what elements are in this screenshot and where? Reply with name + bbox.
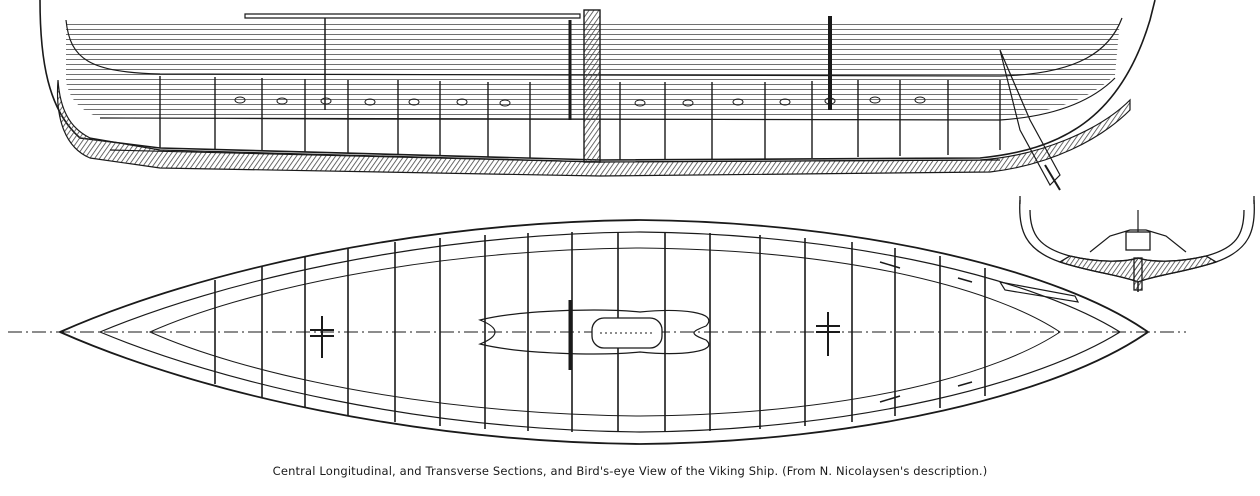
frames bbox=[159, 76, 1001, 160]
mast-step bbox=[583, 9, 601, 163]
mast-partner bbox=[478, 309, 710, 355]
deck-line bbox=[99, 77, 1116, 121]
transverse-mast-block bbox=[1125, 231, 1151, 251]
plan-floor-outline bbox=[148, 247, 1061, 417]
yard bbox=[244, 13, 581, 19]
plan-hull-inner bbox=[98, 231, 1122, 433]
longitudinal-section bbox=[39, 0, 1156, 191]
gunwale-line bbox=[65, 17, 1123, 77]
transverse-section bbox=[1019, 196, 1255, 292]
plan-hull-outer bbox=[57, 219, 1150, 445]
crutch-fittings bbox=[310, 312, 840, 358]
steering-oar-plan bbox=[998, 281, 1080, 303]
birds-eye-view bbox=[8, 219, 1186, 445]
hull-bottom-hatched bbox=[56, 79, 1131, 177]
figure-caption: Central Longitudinal, and Transverse Sec… bbox=[272, 464, 988, 478]
hull-outline bbox=[39, 0, 1156, 161]
